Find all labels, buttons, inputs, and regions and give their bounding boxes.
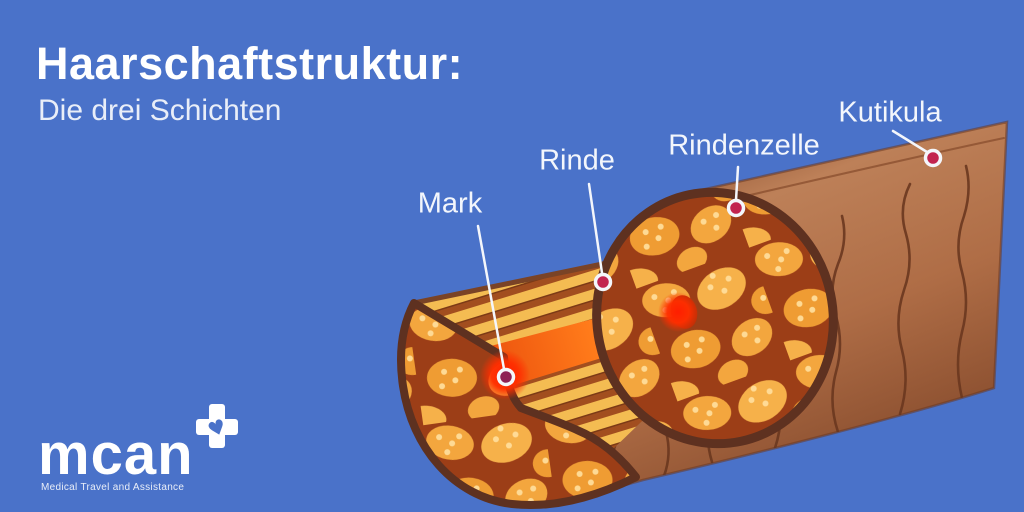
cortex-cross-section-inner: [592, 187, 838, 449]
medulla-glow-inner: [658, 292, 698, 332]
label-dot-rindenzelle: [726, 198, 746, 218]
page-title: Haarschaftstruktur:: [36, 38, 464, 89]
cortex-cross-section-front: [397, 299, 640, 509]
label-dot-mark: [496, 367, 516, 387]
mcan-logo: mcan ♥ Medical Travel and Assistance: [38, 404, 278, 504]
medical-cross-heart-icon: ♥: [196, 404, 238, 448]
label-dot-rinde: [593, 272, 613, 292]
label-rinde: Rinde: [539, 144, 615, 177]
mcan-logo-tagline: Medical Travel and Assistance: [41, 482, 185, 493]
label-kutikula: Kutikula: [838, 96, 942, 129]
mcan-logo-wordmark: mcan: [38, 422, 194, 487]
leader-lines: [476, 129, 929, 371]
label-rindenzelle: Rindenzelle: [668, 129, 820, 162]
svg-text:♥: ♥: [204, 414, 229, 443]
page-subtitle: Die drei Schichten: [38, 94, 282, 127]
label-mark: Mark: [417, 187, 483, 220]
label-dot-kutikula: [923, 148, 943, 168]
